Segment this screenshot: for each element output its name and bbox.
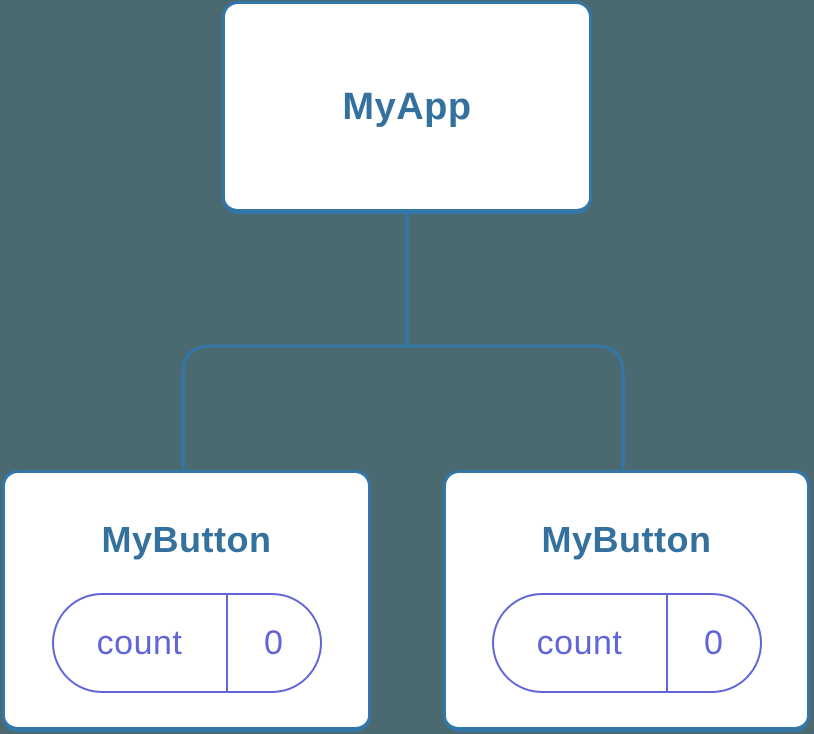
component-node-root: MyApp	[222, 1, 592, 214]
child-node-label: MyButton	[101, 519, 272, 560]
state-value-label: 0	[665, 595, 760, 691]
component-node-child-left: MyButton count 0	[2, 470, 371, 732]
child-node-label: MyButton	[541, 519, 712, 560]
branch-bracket	[181, 344, 625, 470]
state-name-label: count	[536, 623, 623, 662]
root-node-label: MyApp	[342, 85, 472, 128]
component-node-child-right: MyButton count 0	[443, 470, 810, 732]
state-name-label: count	[96, 623, 183, 662]
state-pill: count 0	[51, 593, 322, 693]
state-pill: count 0	[491, 593, 762, 693]
state-value-label: 0	[225, 595, 320, 691]
